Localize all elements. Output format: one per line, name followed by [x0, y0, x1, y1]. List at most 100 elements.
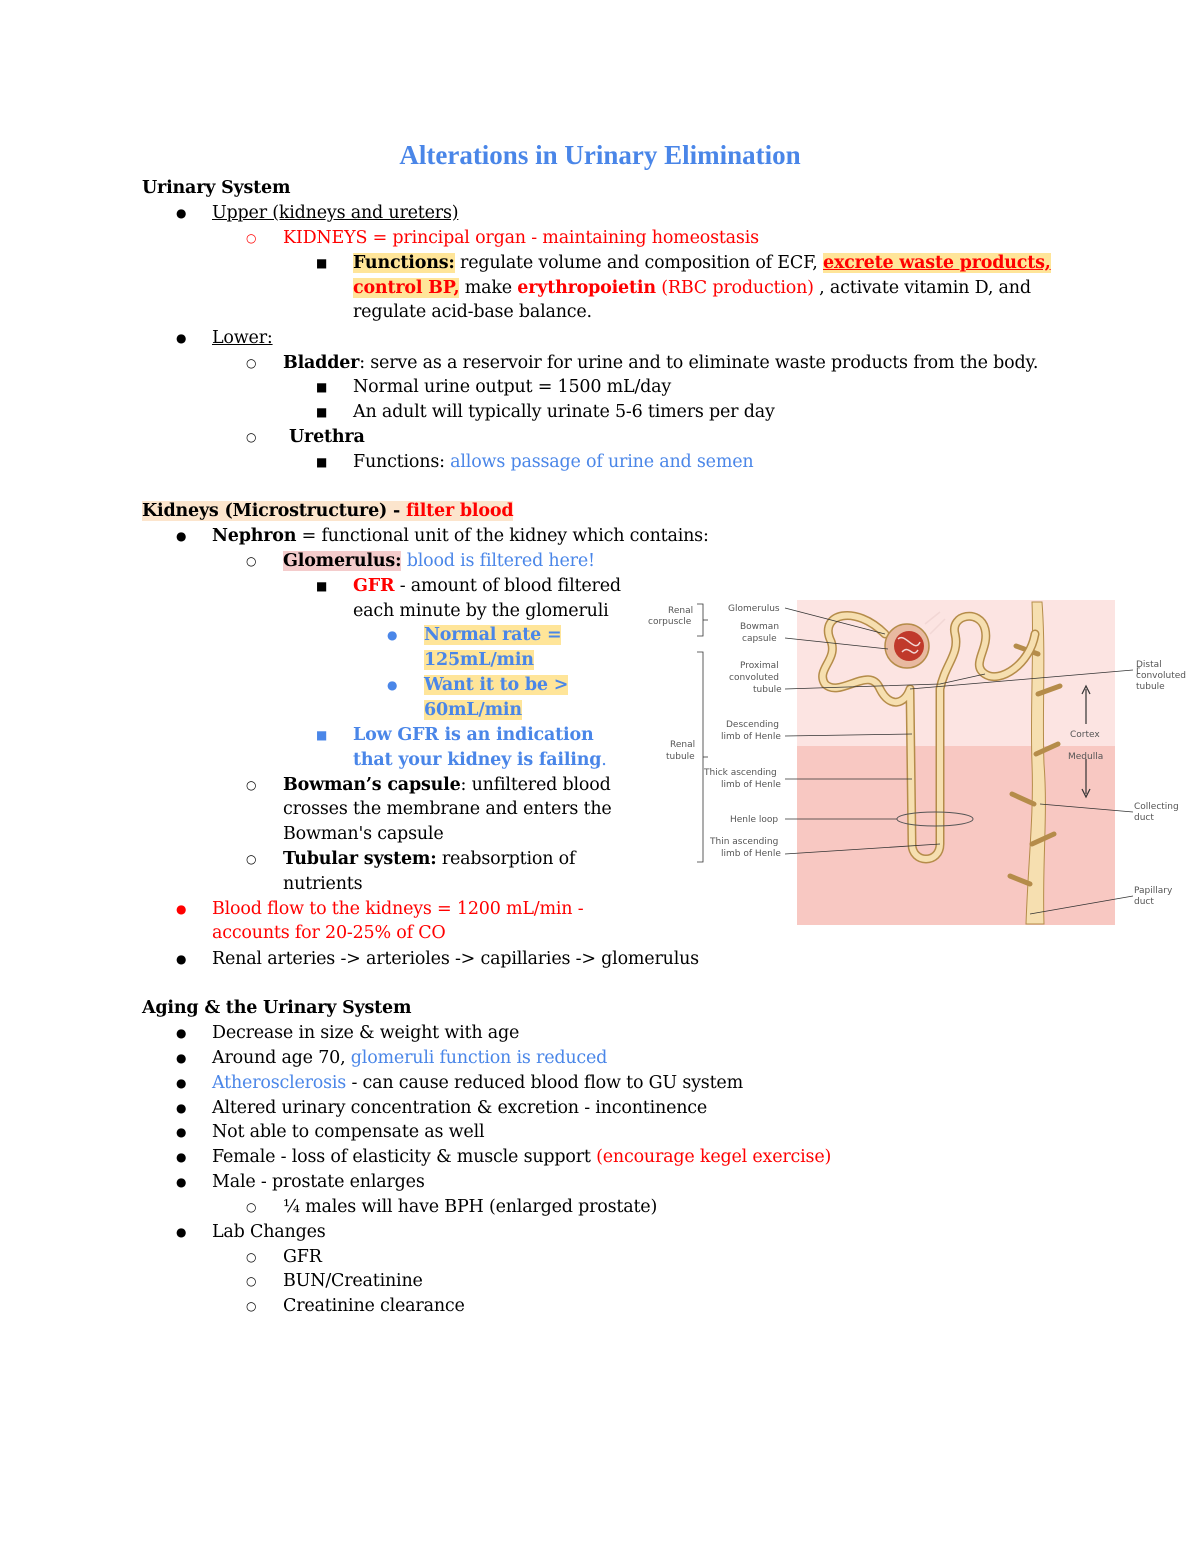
kidneys-heading-red: filter blood: [405, 501, 514, 521]
label-renal-tubule-2: tubule: [666, 752, 695, 762]
glomerulus-vessels: [897, 611, 946, 654]
bullet-circle: ○: [246, 1200, 257, 1214]
label-pct-3: tubule: [753, 685, 782, 695]
label-renal-corpuscle-1: Renal: [668, 606, 693, 616]
label-cortex: Cortex: [1070, 730, 1100, 740]
low-gfr-text: that your kidney is failing: [353, 750, 602, 770]
list-item-gfr: GFR - amount of blood filtered: [353, 574, 621, 598]
list-item-aging-5: Not able to compensate as well: [212, 1122, 485, 1142]
gfr-line-2: each minute by the glomeruli: [353, 601, 609, 621]
functions-label: Functions:: [353, 253, 455, 273]
label-desc-2: limb of Henle: [721, 732, 781, 742]
list-item-kidneys: KIDNEYS = principal organ - maintaining …: [283, 228, 759, 248]
low-gfr-line-2: that your kidney is failing.: [353, 748, 607, 772]
functions-line-2: control BP, make erythropoietin (RBC pro…: [353, 276, 1031, 300]
bullet-disc: ●: [176, 1150, 187, 1164]
cortex-medulla-arrows: [1081, 684, 1091, 799]
label-henle-loop: Henle loop: [730, 815, 778, 825]
section-heading-urinary-system: Urinary System: [142, 178, 291, 198]
bullet-circle: ○: [246, 1274, 257, 1288]
label-pct-1: Proximal: [740, 661, 779, 671]
label-collecting-line-2: duct: [1134, 813, 1154, 823]
list-item-urine-output: Normal urine output = 1500 mL/day: [353, 377, 672, 397]
bowman-line-2: crosses the membrane and enters the: [283, 799, 612, 819]
bullet-square: ■: [316, 405, 328, 419]
bullet-square: ■: [316, 256, 328, 270]
list-item-bladder: Bladder: serve as a reservoir for urine …: [283, 351, 1038, 375]
list-item-urethra: Urethra: [289, 427, 365, 447]
bowman-label: Bowman’s capsule: [283, 775, 461, 795]
label-dct-line-2: convoluted: [1136, 671, 1186, 681]
label-glomerulus: Glomerulus: [728, 604, 780, 614]
label-thin-2: limb of Henle: [721, 849, 781, 859]
bullet-disc: ●: [387, 628, 398, 642]
label-papillary-line-1: Papillary: [1134, 886, 1173, 896]
aging-2-blue: glomeruli function is reduced: [350, 1048, 608, 1068]
collecting-duct-branches: [1007, 643, 1063, 887]
list-item-nephron: Nephron = functional unit of the kidney …: [212, 524, 709, 548]
functions-epo: erythropoietin: [517, 278, 656, 298]
list-item-lab-gfr: GFR: [283, 1247, 322, 1267]
document-title: Alterations in Urinary Elimination: [399, 140, 801, 170]
label-collecting-line-1: Collecting: [1134, 802, 1179, 812]
bowman-text-1: : unfiltered blood: [460, 775, 611, 795]
label-renal-corpuscle-2: corpuscle: [648, 617, 692, 627]
tubular-label: Tubular system:: [283, 849, 437, 869]
label-thick-1: Thick ascending: [703, 768, 777, 778]
label-dct-line-3: tubule: [1136, 682, 1165, 692]
label-pct-2: convoluted: [729, 673, 779, 683]
list-item-aging-3: Atherosclerosis - can cause reduced bloo…: [212, 1071, 743, 1095]
bullet-disc: ●: [176, 1175, 187, 1189]
want-it-value: 60mL/min: [424, 700, 522, 720]
bladder-text: : serve as a reservoir for urine and to …: [359, 353, 1039, 373]
want-it-line-1: Want it to be >: [424, 675, 569, 695]
bullet-circle: ○: [246, 1299, 257, 1313]
nephron-label: Nephron: [212, 526, 297, 546]
bowman-line-3: Bowman's capsule: [283, 824, 444, 844]
label-dct-line-1: Distal: [1136, 660, 1162, 670]
list-item-upper: Upper (kidneys and ureters): [212, 203, 459, 223]
list-item-bph: ¼ males will have BPH (enlarged prostate…: [283, 1197, 658, 1217]
list-item-tubular: Tubular system: reabsorption of: [283, 847, 575, 871]
tubular-text-1: reabsorption of: [436, 849, 576, 869]
list-item-lower: Lower:: [212, 328, 273, 348]
list-item-lab-clearance: Creatinine clearance: [283, 1296, 465, 1316]
bullet-disc: ●: [176, 1076, 187, 1090]
bullet-circle: ○: [246, 1250, 257, 1264]
leader-lines: [697, 603, 1134, 915]
aging-6-text: Female - loss of elasticity & muscle sup…: [212, 1147, 597, 1167]
label-bowman-2: capsule: [742, 634, 777, 644]
aging-3-text: - can cause reduced blood flow to GU sys…: [346, 1073, 743, 1093]
bullet-square: ■: [316, 579, 328, 593]
bullet-square: ■: [316, 728, 328, 742]
list-item-aging-2: Around age 70, glomeruli function is red…: [212, 1046, 607, 1070]
bullet-circle: ○: [246, 356, 257, 370]
list-item-normal-rate: Normal rate =: [424, 623, 562, 647]
bullet-circle: ○: [246, 430, 257, 444]
functions-line-3: regulate acid-base balance.: [353, 302, 592, 322]
bullet-circle: ○: [246, 231, 257, 245]
functions-excrete: excrete waste products,: [823, 253, 1051, 273]
normal-rate-line-2: 125mL/min: [424, 648, 534, 672]
label-thick-2: limb of Henle: [721, 780, 781, 790]
list-item-lab-changes: Lab Changes: [212, 1222, 326, 1242]
urethra-functions-label: Functions:: [353, 452, 451, 472]
bullet-circle: ○: [246, 778, 257, 792]
bullet-disc: ●: [176, 529, 187, 543]
label-papillary-line-2: duct: [1134, 897, 1154, 907]
tubular-line-2: nutrients: [283, 874, 363, 894]
label-desc-1: Descending: [726, 720, 779, 730]
functions-bp: control BP,: [353, 278, 460, 298]
bullet-disc: ●: [176, 1101, 187, 1115]
bladder-label: Bladder: [283, 353, 360, 373]
bullet-circle: ○: [246, 852, 257, 866]
list-item-lab-bun: BUN/Creatinine: [283, 1271, 423, 1291]
list-item-want-it: Want it to be >: [424, 673, 568, 697]
normal-rate-value: 125mL/min: [424, 650, 534, 670]
label-renal-tubule-1: Renal: [670, 740, 695, 750]
renal-tubule: [819, 612, 1038, 862]
list-item-urethra-functions: Functions: allows passage of urine and s…: [353, 450, 754, 474]
urethra-functions-text: allows passage of urine and semen: [450, 452, 754, 472]
